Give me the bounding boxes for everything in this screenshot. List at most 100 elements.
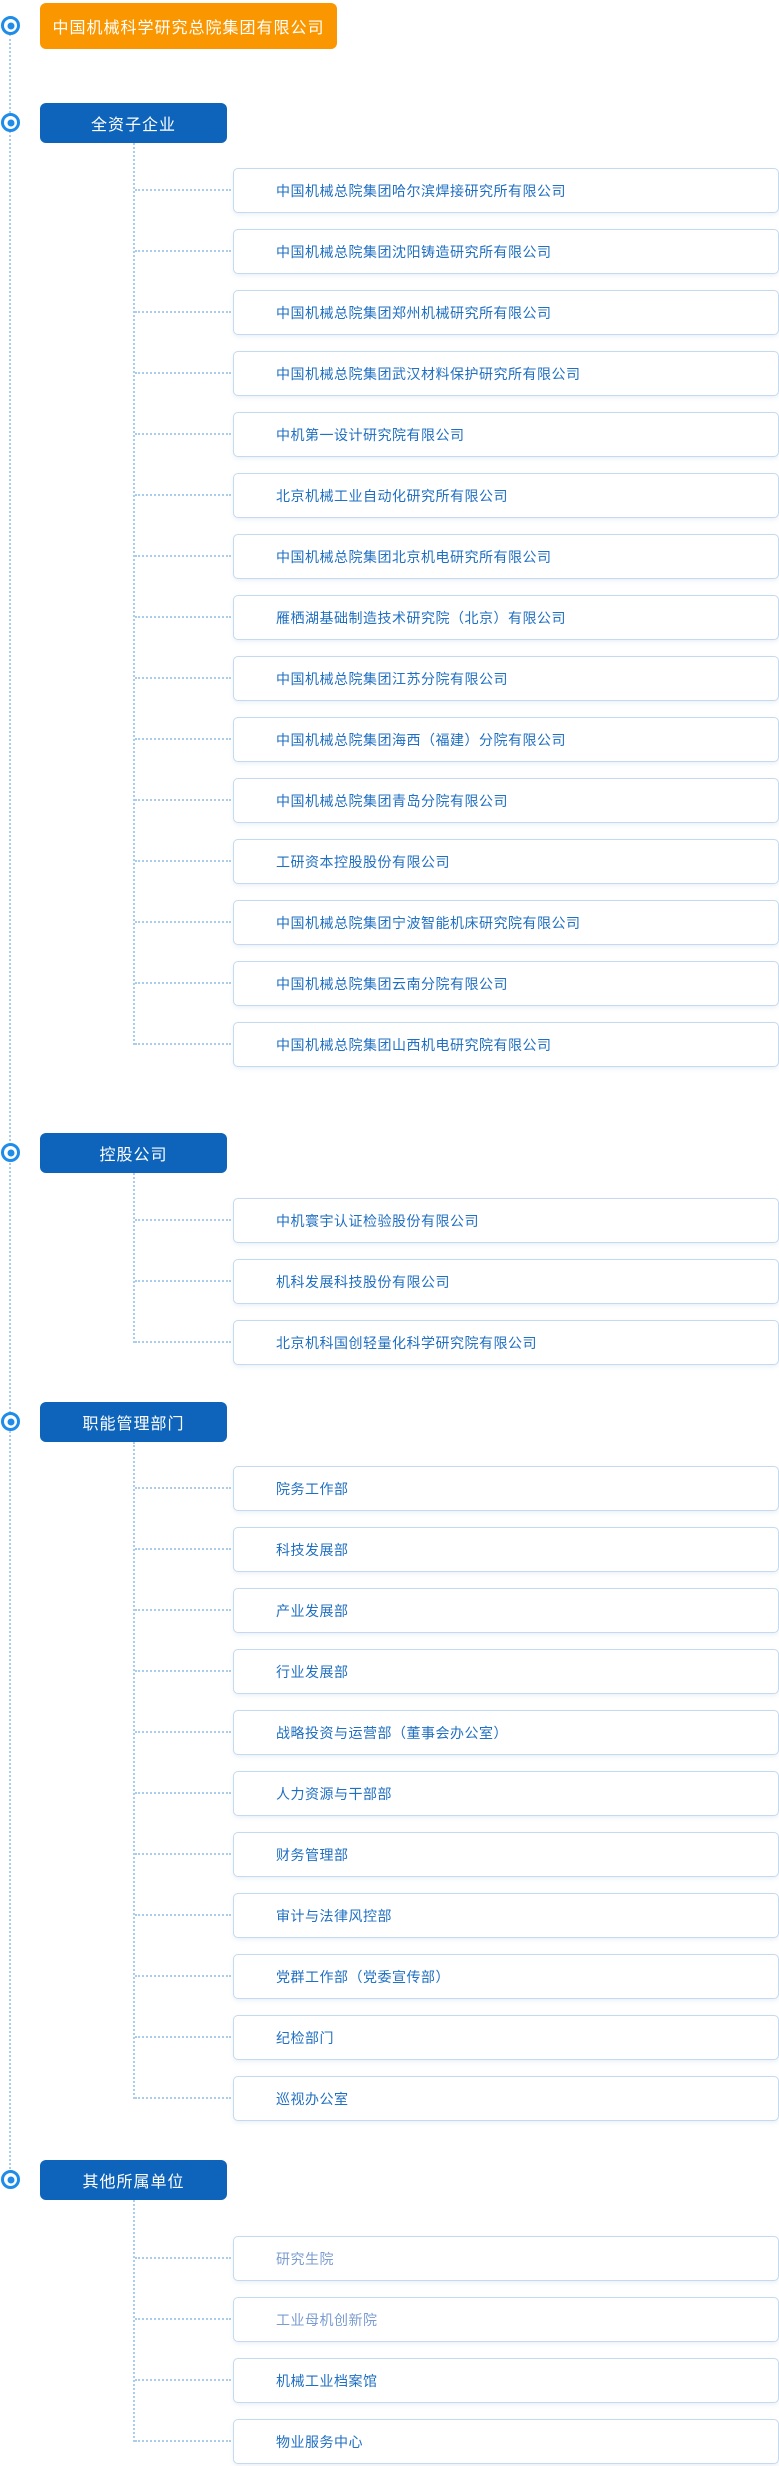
org-item-row: 中国机械总院集团武汉材料保护研究所有限公司 xyxy=(135,351,779,396)
org-item-row: 中国机械总院集团郑州机械研究所有限公司 xyxy=(135,290,779,335)
item-box[interactable]: 巡视办公室 xyxy=(233,2076,779,2121)
section: 职能管理部门 院务工作部 科技发展部 产业发展部 行业发展部 战略投资与运营部（… xyxy=(0,1402,779,2121)
section: 全资子企业 中国机械总院集团哈尔滨焊接研究所有限公司 中国机械总院集团沈阳铸造研… xyxy=(0,103,779,1067)
item-box[interactable]: 中国机械总院集团山西机电研究院有限公司 xyxy=(233,1022,779,1067)
section: 控股公司 中机寰宇认证检验股份有限公司 机科发展科技股份有限公司 北京机科国创轻… xyxy=(0,1133,779,1365)
item-label: 中国机械总院集团郑州机械研究所有限公司 xyxy=(276,304,552,321)
section-connector-line xyxy=(133,2200,135,2442)
item-box[interactable]: 科技发展部 xyxy=(233,1527,779,1572)
section-label: 其他所属单位 xyxy=(82,2174,185,2191)
item-box[interactable]: 中国机械总院集团江苏分院有限公司 xyxy=(233,656,779,701)
item-box[interactable]: 党群工作部（党委宣传部） xyxy=(233,1954,779,1999)
radio-dot-icon xyxy=(1,1412,20,1431)
item-box[interactable]: 中国机械总院集团海西（福建）分院有限公司 xyxy=(233,717,779,762)
item-box[interactable]: 中国机械总院集团哈尔滨焊接研究所有限公司 xyxy=(233,168,779,213)
item-label: 中国机械总院集团沈阳铸造研究所有限公司 xyxy=(276,243,552,260)
item-box[interactable]: 中国机械总院集团云南分院有限公司 xyxy=(233,961,779,1006)
item-label: 雁栖湖基础制造技术研究院（北京）有限公司 xyxy=(276,609,566,626)
org-item-row: 雁栖湖基础制造技术研究院（北京）有限公司 xyxy=(135,595,779,640)
item-box[interactable]: 人力资源与干部部 xyxy=(233,1771,779,1816)
org-item-row: 工业母机创新院 xyxy=(135,2297,779,2342)
radio-dot-icon xyxy=(1,2170,20,2189)
radio-dot-icon xyxy=(1,16,20,35)
item-box[interactable]: 财务管理部 xyxy=(233,1832,779,1877)
radio-dot-icon xyxy=(1,113,20,132)
section-items: 中机寰宇认证检验股份有限公司 机科发展科技股份有限公司 北京机科国创轻量化科学研… xyxy=(135,1198,779,1365)
item-label: 工业母机创新院 xyxy=(276,2311,378,2328)
item-box[interactable]: 物业服务中心 xyxy=(233,2419,779,2464)
item-box[interactable]: 中国机械总院集团郑州机械研究所有限公司 xyxy=(233,290,779,335)
org-item-row: 中机寰宇认证检验股份有限公司 xyxy=(135,1198,779,1243)
org-item-row: 审计与法律风控部 xyxy=(135,1893,779,1938)
item-label: 巡视办公室 xyxy=(276,2090,349,2107)
item-label: 中机第一设计研究院有限公司 xyxy=(276,426,465,443)
section-header-button[interactable]: 其他所属单位 xyxy=(40,2160,227,2200)
org-item-row: 中国机械总院集团青岛分院有限公司 xyxy=(135,778,779,823)
org-item-row: 北京机科国创轻量化科学研究院有限公司 xyxy=(135,1320,779,1365)
org-item-row: 中国机械总院集团哈尔滨焊接研究所有限公司 xyxy=(135,168,779,213)
section: 其他所属单位 研究生院 工业母机创新院 机械工业档案馆 物业服务中心 xyxy=(0,2160,779,2464)
item-box[interactable]: 中机寰宇认证检验股份有限公司 xyxy=(233,1198,779,1243)
item-box[interactable]: 机械工业档案馆 xyxy=(233,2358,779,2403)
org-item-row: 院务工作部 xyxy=(135,1466,779,1511)
item-box[interactable]: 工研资本控股股份有限公司 xyxy=(233,839,779,884)
item-label: 研究生院 xyxy=(276,2250,334,2267)
item-box[interactable]: 工业母机创新院 xyxy=(233,2297,779,2342)
root-node-button[interactable]: 中国机械科学研究总院集团有限公司 xyxy=(40,3,337,49)
item-box[interactable]: 院务工作部 xyxy=(233,1466,779,1511)
org-item-row: 战略投资与运营部（董事会办公室） xyxy=(135,1710,779,1755)
org-item-row: 工研资本控股股份有限公司 xyxy=(135,839,779,884)
section-label: 全资子企业 xyxy=(90,117,176,134)
item-box[interactable]: 中国机械总院集团武汉材料保护研究所有限公司 xyxy=(233,351,779,396)
org-item-row: 财务管理部 xyxy=(135,1832,779,1877)
section-connector-line xyxy=(133,1173,135,1343)
org-item-row: 人力资源与干部部 xyxy=(135,1771,779,1816)
item-label: 纪检部门 xyxy=(276,2029,334,2046)
item-box[interactable]: 中国机械总院集团宁波智能机床研究院有限公司 xyxy=(233,900,779,945)
item-label: 产业发展部 xyxy=(276,1602,349,1619)
item-label: 中国机械总院集团江苏分院有限公司 xyxy=(276,670,508,687)
org-item-row: 中国机械总院集团北京机电研究所有限公司 xyxy=(135,534,779,579)
org-item-row: 中国机械总院集团海西（福建）分院有限公司 xyxy=(135,717,779,762)
item-box[interactable]: 中国机械总院集团沈阳铸造研究所有限公司 xyxy=(233,229,779,274)
section-header-button[interactable]: 控股公司 xyxy=(40,1133,227,1173)
item-box[interactable]: 行业发展部 xyxy=(233,1649,779,1694)
org-item-row: 中国机械总院集团山西机电研究院有限公司 xyxy=(135,1022,779,1067)
item-label: 科技发展部 xyxy=(276,1541,349,1558)
section-items: 研究生院 工业母机创新院 机械工业档案馆 物业服务中心 xyxy=(135,2236,779,2464)
item-box[interactable]: 中国机械总院集团青岛分院有限公司 xyxy=(233,778,779,823)
item-label: 中国机械总院集团海西（福建）分院有限公司 xyxy=(276,731,566,748)
item-box[interactable]: 北京机械工业自动化研究所有限公司 xyxy=(233,473,779,518)
org-item-row: 科技发展部 xyxy=(135,1527,779,1572)
item-box[interactable]: 产业发展部 xyxy=(233,1588,779,1633)
item-box[interactable]: 中机第一设计研究院有限公司 xyxy=(233,412,779,457)
trunk-connector-line xyxy=(9,34,11,2181)
section-items: 院务工作部 科技发展部 产业发展部 行业发展部 战略投资与运营部（董事会办公室）… xyxy=(135,1466,779,2121)
item-box[interactable]: 中国机械总院集团北京机电研究所有限公司 xyxy=(233,534,779,579)
item-label: 中国机械总院集团宁波智能机床研究院有限公司 xyxy=(276,914,581,931)
item-box[interactable]: 雁栖湖基础制造技术研究院（北京）有限公司 xyxy=(233,595,779,640)
item-box[interactable]: 研究生院 xyxy=(233,2236,779,2281)
item-box[interactable]: 纪检部门 xyxy=(233,2015,779,2060)
org-item-row: 物业服务中心 xyxy=(135,2419,779,2464)
item-box[interactable]: 战略投资与运营部（董事会办公室） xyxy=(233,1710,779,1755)
item-box[interactable]: 审计与法律风控部 xyxy=(233,1893,779,1938)
item-label: 物业服务中心 xyxy=(276,2433,363,2450)
item-label: 北京机科国创轻量化科学研究院有限公司 xyxy=(276,1334,537,1351)
item-label: 财务管理部 xyxy=(276,1846,349,1863)
radio-dot-icon xyxy=(1,1143,20,1162)
item-label: 中国机械总院集团云南分院有限公司 xyxy=(276,975,508,992)
item-label: 人力资源与干部部 xyxy=(276,1785,392,1802)
org-item-row: 党群工作部（党委宣传部） xyxy=(135,1954,779,1999)
item-box[interactable]: 机科发展科技股份有限公司 xyxy=(233,1259,779,1304)
item-label: 中国机械总院集团哈尔滨焊接研究所有限公司 xyxy=(276,182,566,199)
section-header-button[interactable]: 全资子企业 xyxy=(40,103,227,143)
item-label: 中国机械总院集团山西机电研究院有限公司 xyxy=(276,1036,552,1053)
item-box[interactable]: 北京机科国创轻量化科学研究院有限公司 xyxy=(233,1320,779,1365)
org-item-row: 纪检部门 xyxy=(135,2015,779,2060)
org-item-row: 研究生院 xyxy=(135,2236,779,2281)
item-label: 工研资本控股股份有限公司 xyxy=(276,853,450,870)
section-header-button[interactable]: 职能管理部门 xyxy=(40,1402,227,1442)
item-label: 机科发展科技股份有限公司 xyxy=(276,1273,450,1290)
